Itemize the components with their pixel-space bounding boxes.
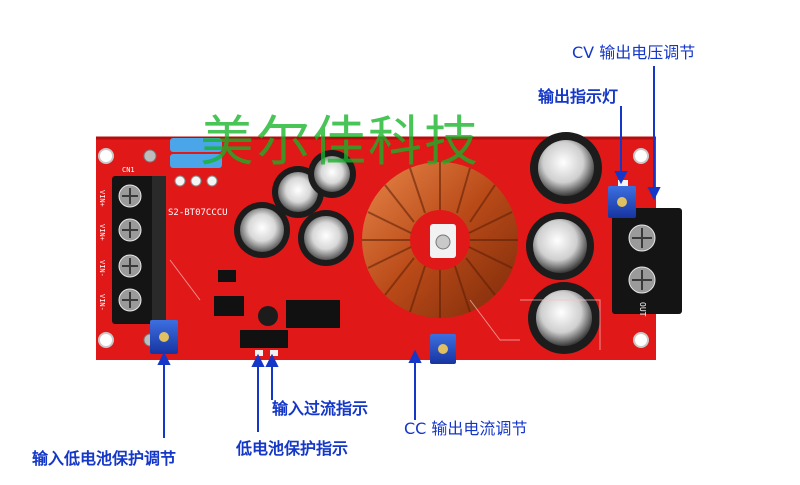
terminal-label: VIN- — [98, 294, 106, 311]
led — [270, 350, 278, 356]
terminal-label: VIN+ — [98, 224, 106, 241]
fuse — [170, 154, 222, 168]
annotation-arrows — [157, 66, 661, 438]
connector-label: CN1 — [122, 166, 135, 174]
input-terminal-block — [112, 176, 160, 324]
terminal-label: VIN- — [98, 260, 106, 277]
watermark: 美尔佳科技 — [200, 110, 480, 173]
mounting-hole — [633, 148, 649, 164]
low-battery-led-label: 低电池保护指示 — [236, 439, 349, 458]
mounting-hole — [98, 148, 114, 164]
fuse — [170, 138, 222, 152]
low-battery-adjust-label: 输入低电池保护调节 — [32, 449, 177, 468]
cc-adjust-label: CC 输出电流调节 — [404, 419, 528, 438]
board-model: S2-BT07CCCU — [168, 208, 228, 218]
led — [618, 180, 628, 186]
output-led-label: 输出指示灯 — [538, 87, 619, 106]
mounting-hole — [633, 332, 649, 348]
mounting-hole — [98, 332, 114, 348]
out-label: OUT — [638, 302, 647, 317]
terminal-label: VIN+ — [98, 190, 106, 207]
cv-adjust-label: CV 输出电压调节 — [572, 43, 696, 62]
input-overcurrent-label: 输入过流指示 — [272, 399, 369, 418]
led — [255, 350, 263, 356]
control-ic — [286, 300, 340, 328]
output-terminal-block — [612, 208, 682, 314]
toroid-inductor — [362, 162, 518, 318]
